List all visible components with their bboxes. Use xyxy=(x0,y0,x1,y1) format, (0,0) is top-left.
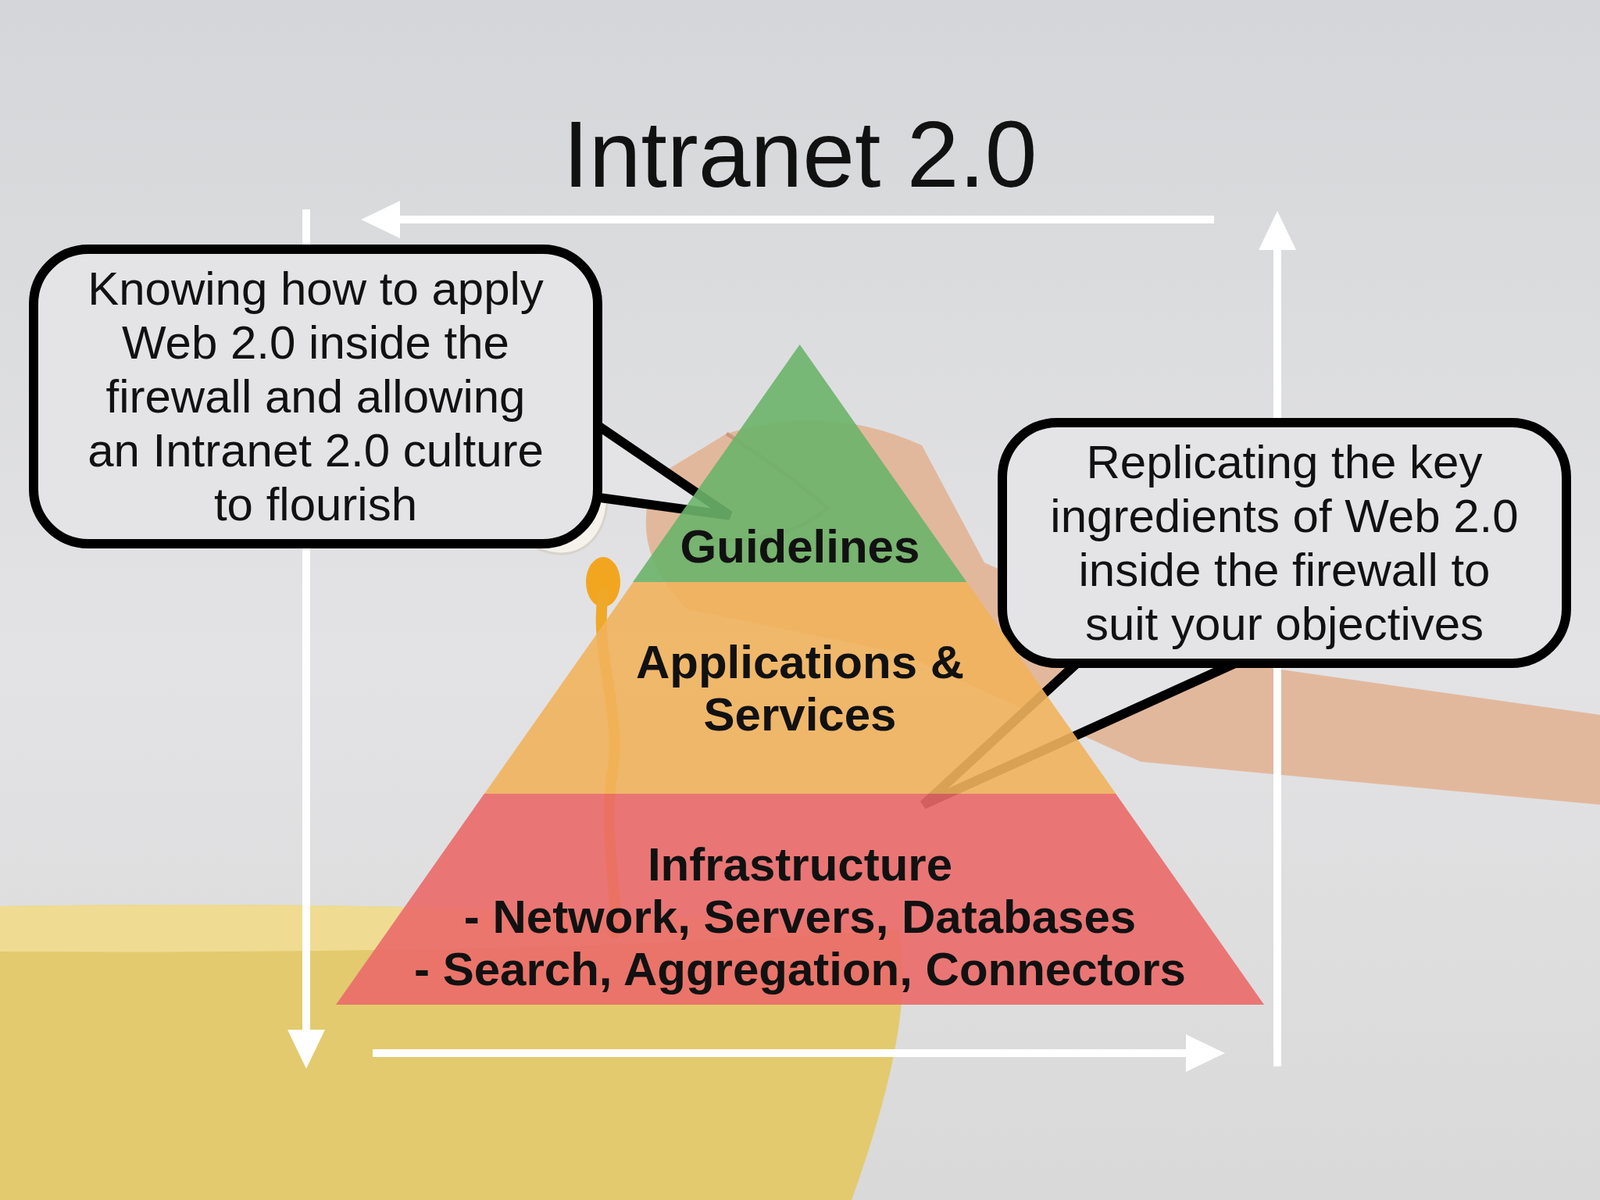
callout-text: Replicating the key ingredients of Web 2… xyxy=(1040,435,1529,651)
band-label: Infrastructure xyxy=(647,838,953,891)
bubble-border xyxy=(1002,422,1567,664)
band-label: Applications & Services xyxy=(628,635,972,741)
callout-text-box: Knowing how to apply Web 2.0 inside the … xyxy=(76,261,555,532)
callout-bubble: Knowing how to apply Web 2.0 inside the … xyxy=(28,244,603,549)
band-label: - Network, Servers, Databases xyxy=(464,890,1136,943)
callout-text-box: Replicating the key ingredients of Web 2… xyxy=(1040,435,1529,651)
band-label: - Search, Aggregation, Connectors xyxy=(414,942,1186,996)
title-text: Intranet 2.0 xyxy=(0,100,1600,208)
band-fill xyxy=(335,793,1265,1005)
cycle-arrow xyxy=(372,1049,1188,1058)
arrow-head xyxy=(287,1029,325,1069)
bubble-border xyxy=(33,249,598,544)
callout-text: Knowing how to apply Web 2.0 inside the … xyxy=(76,261,555,532)
applications-band: Applications & Services xyxy=(484,582,1116,794)
callout-bubble: Replicating the key ingredients of Web 2… xyxy=(997,417,1572,668)
band-fill xyxy=(484,582,1116,794)
arrow-head xyxy=(1185,1034,1225,1072)
guidelines-band: Guidelines xyxy=(632,344,967,583)
cycle-arrow xyxy=(398,215,1215,224)
arrow-head xyxy=(1258,210,1297,250)
arrow-head xyxy=(360,200,400,239)
band-label: Guidelines xyxy=(680,520,921,573)
infrastructure-band: Infrastructure- Network, Servers, Databa… xyxy=(335,793,1265,1005)
band-fill xyxy=(632,344,967,583)
